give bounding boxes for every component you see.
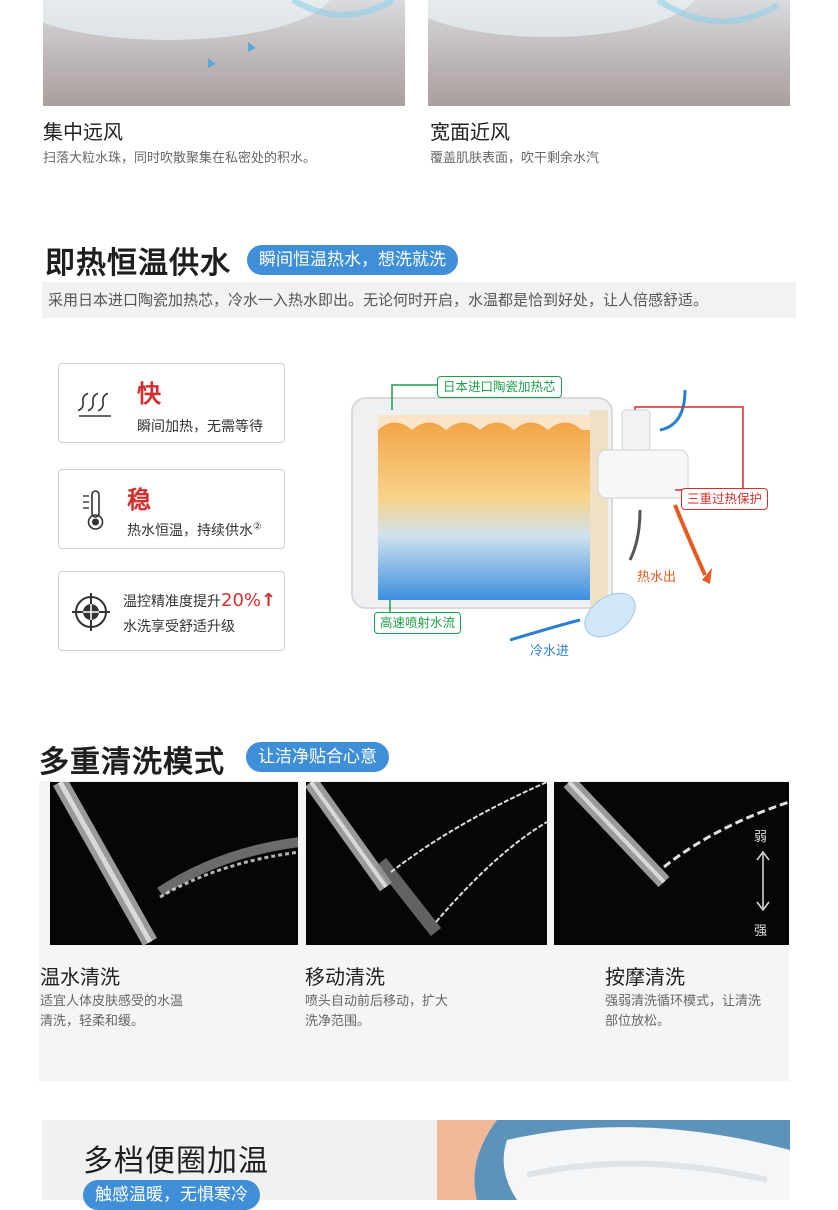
seat-heating-photo (437, 1120, 790, 1200)
feature-stable-text: 热水恒温，持续供水② (127, 520, 262, 540)
feature-stable-text-main: 热水恒温，持续供水 (127, 523, 253, 539)
ceramic-core-label: 日本进口陶瓷加热芯 (437, 376, 562, 398)
overheat-protection-label: 三重过热保护 (681, 488, 769, 510)
warm-wash-photo (50, 782, 298, 945)
seat-heating-badge: 触感温暖，无惧寒冷 (83, 1180, 260, 1210)
high-speed-jet-label: 高速喷射水流 (374, 612, 462, 634)
feature-fast-head: 快 (137, 380, 161, 408)
massage-wash-desc-line1: 强弱清洗循环模式，让清洗 (605, 994, 762, 1009)
steam-icon (77, 392, 111, 417)
feature-card-precision: 温控精准度提升20%↑ 水洗享受舒适升级 (58, 571, 285, 651)
feature-precision-line2: 水洗享受舒适升级 (123, 619, 235, 635)
strength-strong-label: 强 (754, 924, 768, 939)
target-icon (72, 593, 110, 631)
seat-heating-title: 多档便圈加温 (83, 1144, 269, 1179)
up-arrow-icon: ↑ (261, 590, 277, 611)
feature-card-stable: 稳 热水恒温，持续供水② (58, 469, 285, 549)
thermometer-icon (83, 490, 104, 530)
wash-section-title: 多重清洗模式 (39, 745, 225, 780)
feature-precision-percent: 20% (221, 590, 262, 611)
feature-stable-head: 稳 (127, 486, 151, 514)
feature-precision-line1: 温控精准度提升20%↑ (123, 590, 276, 611)
moving-wash-desc-line1: 喷头自动前后移动，扩大 (305, 994, 449, 1009)
heater-diagram (351, 384, 744, 642)
cold-water-in-label: 冷水进 (530, 644, 570, 659)
feature-fast-text: 瞬间加热，无需等待 (137, 419, 263, 435)
massage-wash-title: 按摩清洗 (605, 965, 685, 989)
air-mode-photo-focused (43, 0, 405, 106)
footnote-marker: ② (253, 521, 262, 533)
feature-precision-label: 温控精准度提升 (123, 594, 221, 610)
moving-wash-photo (306, 782, 547, 945)
air-mode-title-focused: 集中远风 (43, 120, 123, 144)
warm-wash-desc-line2: 清洗，轻柔和缓。 (40, 1014, 145, 1029)
moving-wash-desc-line2: 洗净范围。 (305, 1014, 371, 1029)
air-mode-photo-wide (428, 0, 790, 106)
air-mode-desc-focused: 扫落大粒水珠，同时吹散聚集在私密处的积水。 (43, 151, 317, 166)
warm-wash-desc-line1: 适宜人体皮肤感受的水温 (40, 994, 184, 1009)
heating-section-badge: 瞬间恒温热水，想洗就洗 (247, 245, 458, 275)
moving-wash-title: 移动清洗 (305, 965, 385, 989)
air-mode-desc-wide: 覆盖肌肤表面，吹干剩余水汽 (430, 151, 600, 166)
massage-wash-photo: 弱 强 (554, 782, 789, 945)
warm-wash-title: 温水清洗 (40, 965, 120, 989)
wash-section-badge: 让洁净贴合心意 (246, 742, 389, 772)
massage-wash-desc-line2: 部位放松。 (605, 1014, 671, 1029)
strength-weak-label: 弱 (754, 830, 768, 845)
heating-intro-text: 采用日本进口陶瓷加热芯，冷水一入热水即出。无论何时开启，水温都是恰到好处，让人倍… (42, 282, 796, 318)
feature-card-fast: 快 瞬间加热，无需等待 (58, 363, 285, 443)
hot-water-out-label: 热水出 (637, 570, 677, 585)
air-mode-title-wide: 宽面近风 (430, 120, 510, 144)
heating-section-title: 即热恒温供水 (45, 246, 231, 281)
